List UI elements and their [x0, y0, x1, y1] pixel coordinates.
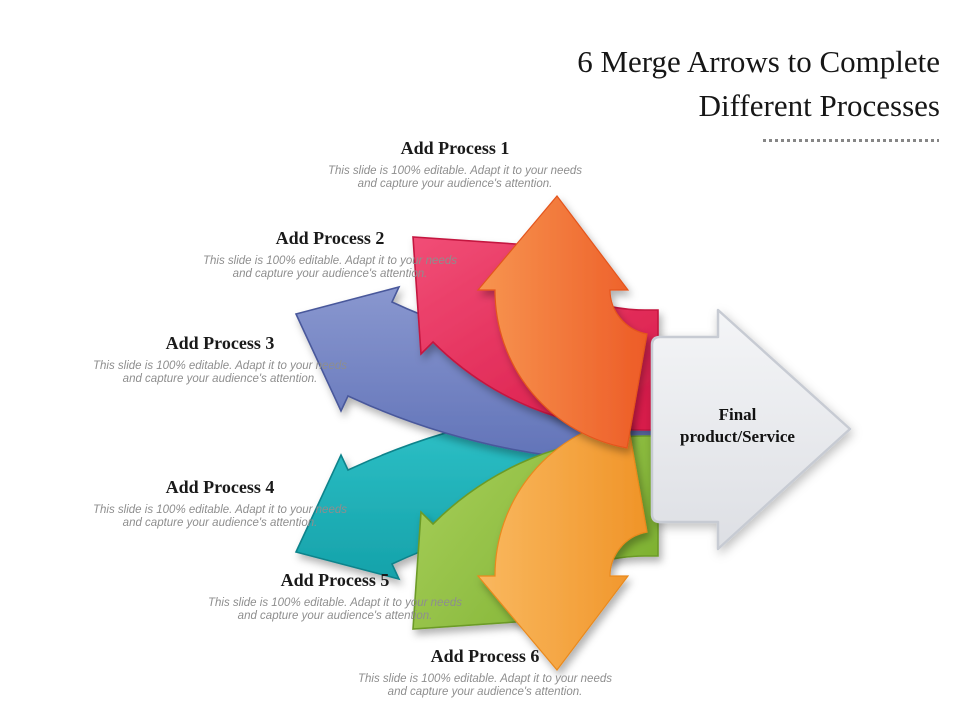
- process-4-description: This slide is 100% editable. Adapt it to…: [93, 503, 347, 530]
- process-6-label: Add Process 6: [430, 646, 540, 666]
- process-5-description: This slide is 100% editable. Adapt it to…: [208, 596, 462, 623]
- process-1-curved-arrow: [476, 195, 648, 449]
- final-arrow-label: Final product/Service: [680, 405, 795, 447]
- process-6-description: This slide is 100% editable. Adapt it to…: [358, 672, 612, 699]
- process-3-description: This slide is 100% editable. Adapt it to…: [93, 359, 347, 386]
- process-5-text-block: Add Process 5 This slide is 100% editabl…: [175, 570, 495, 624]
- title-divider-dotted-line: [763, 139, 939, 142]
- final-arrow-shape: [650, 308, 852, 551]
- process-6-text-block: Add Process 6 This slide is 100% editabl…: [325, 646, 645, 700]
- process-3-text-block: Add Process 3 This slide is 100% editabl…: [60, 333, 380, 387]
- slide-title: 6 Merge Arrows to Complete Different Pro…: [577, 44, 940, 124]
- process-4-label: Add Process 4: [165, 477, 275, 497]
- process-1-text-block: Add Process 1 This slide is 100% editabl…: [295, 138, 615, 192]
- process-2-text-block: Add Process 2 This slide is 100% editabl…: [170, 228, 490, 282]
- process-2-label: Add Process 2: [275, 228, 385, 248]
- process-1-description: This slide is 100% editable. Adapt it to…: [328, 164, 582, 191]
- process-5-label: Add Process 5: [280, 570, 390, 590]
- process-1-label: Add Process 1: [400, 138, 510, 158]
- process-2-description: This slide is 100% editable. Adapt it to…: [203, 254, 457, 281]
- process-3-label: Add Process 3: [165, 333, 275, 353]
- process-4-text-block: Add Process 4 This slide is 100% editabl…: [60, 477, 380, 531]
- process-6-curved-arrow: [476, 417, 648, 671]
